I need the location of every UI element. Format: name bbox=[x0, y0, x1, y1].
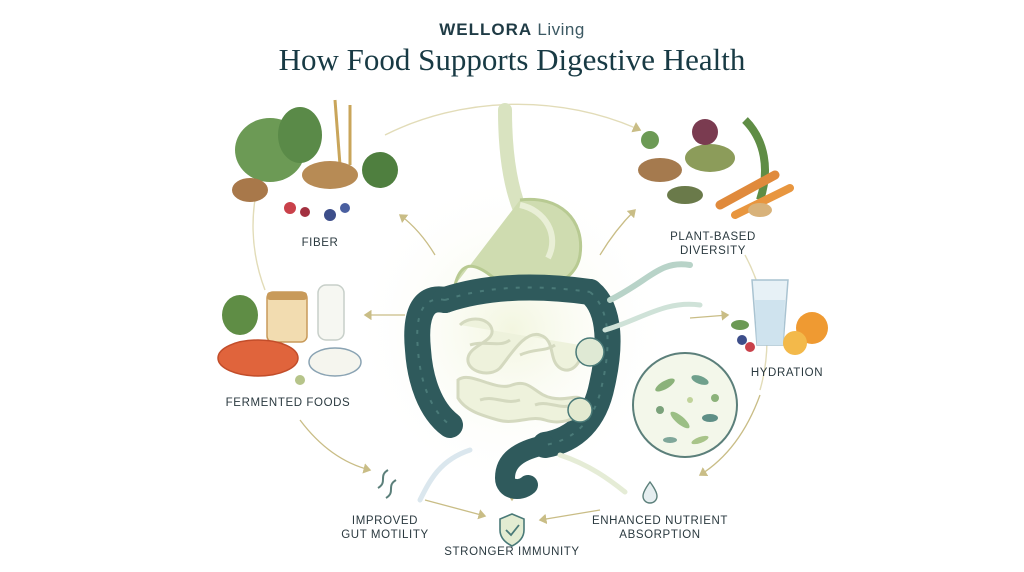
gut-motility-icon bbox=[377, 469, 397, 499]
magnifier-small bbox=[575, 337, 605, 367]
plant-foods bbox=[638, 117, 794, 219]
arrow-gut-hydration bbox=[689, 310, 730, 321]
colon-transverse bbox=[432, 274, 603, 313]
arrow-to-absorption bbox=[698, 394, 761, 476]
fermented-foods bbox=[217, 284, 362, 385]
check-icon bbox=[505, 524, 520, 537]
microbiome-circle bbox=[632, 352, 738, 458]
microbes bbox=[655, 375, 719, 445]
label-absorption-line2: ABSORPTION bbox=[619, 529, 701, 541]
swirl-2 bbox=[602, 301, 703, 333]
brand-subtitle: Living bbox=[537, 20, 585, 39]
colon-sigmoid bbox=[494, 435, 555, 499]
label-stronger-immunity: STRONGER IMMUNITY bbox=[444, 546, 580, 558]
colon-texture bbox=[416, 286, 609, 446]
label-improved-gut-motility: IMPROVED GUT MOTILITY bbox=[330, 514, 440, 542]
esophagus bbox=[498, 103, 527, 217]
label-fermented-foods: FERMENTED FOODS bbox=[225, 397, 351, 409]
wave-left bbox=[417, 447, 473, 503]
stomach-highlight bbox=[519, 202, 556, 260]
label-hydration: HYDRATION bbox=[750, 367, 824, 379]
label-absorption-line1: ENHANCED NUTRIENT bbox=[591, 515, 729, 527]
swirl-1 bbox=[607, 261, 693, 303]
label-plant-line2: DIVERSITY bbox=[679, 245, 747, 257]
hydration-foods bbox=[731, 279, 828, 355]
arrow-gut-plant bbox=[599, 209, 636, 256]
arrow-to-motility bbox=[299, 419, 372, 474]
label-enhanced-nutrient-absorption: ENHANCED NUTRIENT ABSORPTION bbox=[585, 514, 735, 542]
label-plant-line1: PLANT-BASED bbox=[670, 231, 756, 243]
fiber-foods bbox=[232, 99, 398, 221]
label-motility-line1: IMPROVED bbox=[351, 515, 419, 527]
wave-right bbox=[557, 452, 628, 495]
brand-name: WELLORA bbox=[439, 20, 533, 39]
label-fiber: FIBER bbox=[301, 237, 339, 249]
label-plant-based-diversity: PLANT-BASED DIVERSITY bbox=[658, 230, 768, 258]
label-motility-line2: GUT MOTILITY bbox=[341, 529, 429, 541]
ring-arc-top bbox=[384, 103, 642, 136]
colon-ascending bbox=[404, 286, 463, 438]
magnifier-small-2 bbox=[567, 397, 593, 423]
small-intestine bbox=[456, 317, 587, 424]
arrow-gut-fiber bbox=[398, 214, 436, 256]
shield-icon bbox=[499, 513, 525, 547]
droplet-icon bbox=[642, 480, 658, 504]
brand-logo: WELLORA Living bbox=[0, 20, 1024, 40]
arrow-motility-immunity bbox=[424, 499, 487, 520]
arrow-absorption-immunity bbox=[538, 509, 601, 525]
page-title: How Food Supports Digestive Health bbox=[278, 42, 746, 77]
